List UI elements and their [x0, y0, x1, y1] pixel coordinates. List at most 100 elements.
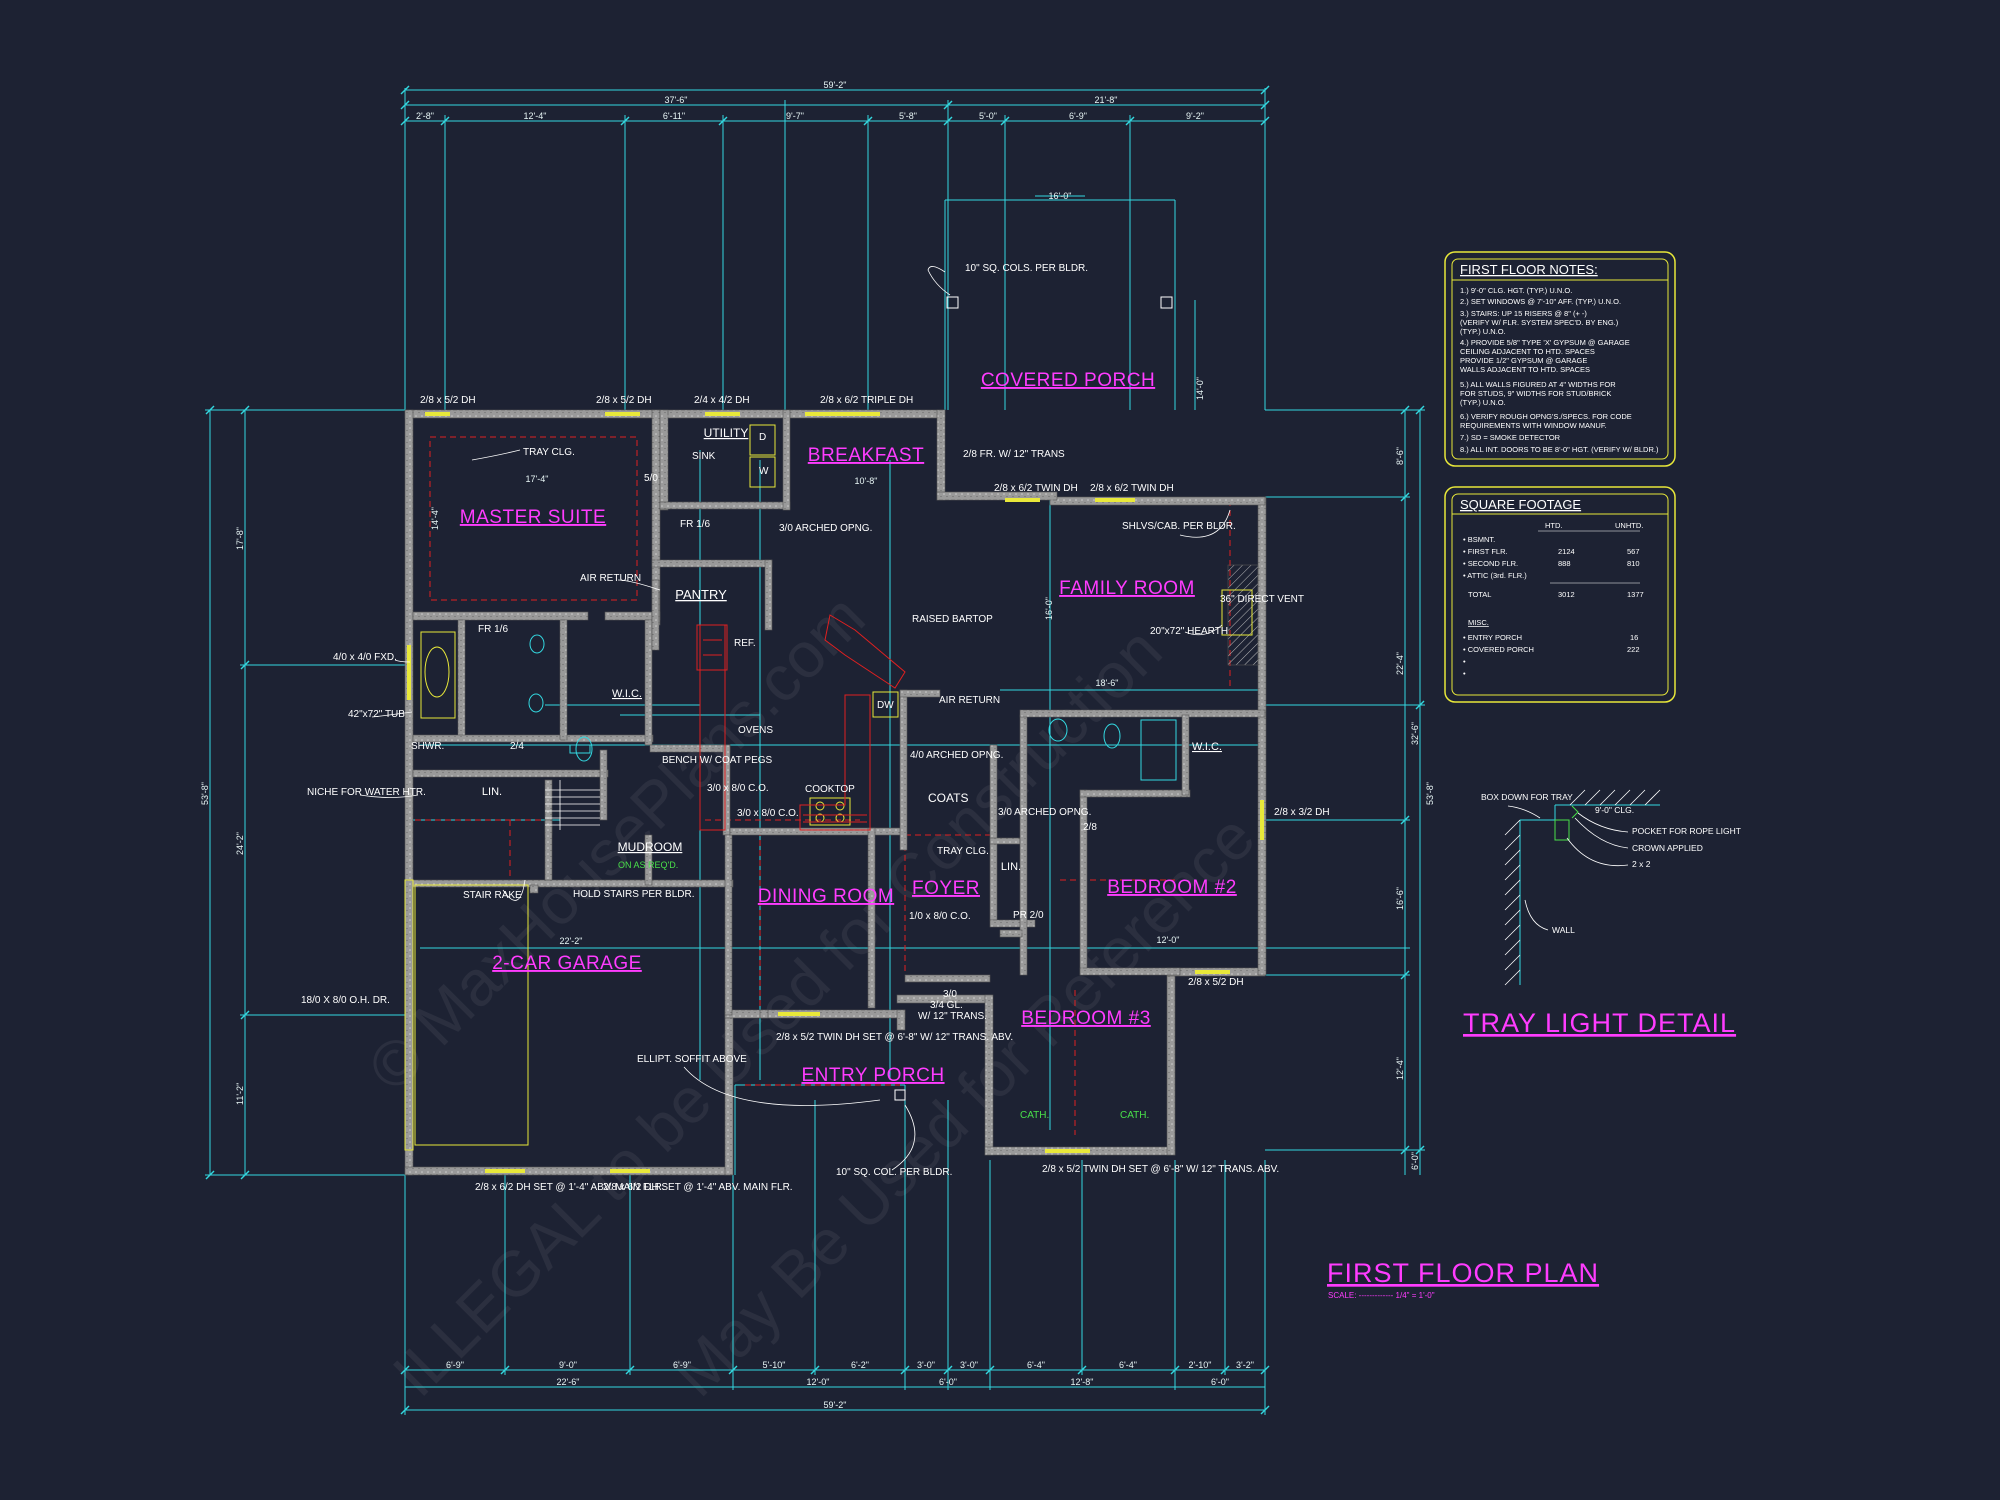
sqft-row-2-unhtd: 810 [1627, 559, 1640, 568]
room-foyer: FOYER [912, 878, 980, 899]
dim-top-seg-3: 9'-7" [786, 111, 804, 121]
label-cooktop: COOKTOP [805, 784, 855, 795]
sqft-misc-2-label: • [1463, 657, 1466, 666]
sqft-misc-0-value: 16 [1630, 633, 1638, 642]
dim-bottom-total: 59'-2" [824, 1400, 847, 1410]
sqft-misc-3-label: • [1463, 669, 1466, 678]
label-pr: PR 2/0 [1013, 910, 1044, 921]
dim-top-right: 21'-8" [1095, 95, 1118, 105]
sqft-row-1-label: • FIRST FLR. [1463, 547, 1508, 556]
label-tray-clg: TRAY CLG. [523, 447, 575, 458]
label-window-mstr-1: 2/8 x 5/2 DH [420, 395, 476, 406]
dim-porch-width: 16'-0" [1049, 191, 1072, 201]
dim-left-seg-0: 17'-8" [235, 527, 245, 550]
dim-right-outer-0: 32'-6" [1410, 722, 1420, 745]
label-hold-stairs: HOLD STAIRS PER BLDR. [573, 889, 695, 900]
label-door-28: 2/8 [1083, 822, 1097, 833]
annotations: TRAY CLG. 17'-4" 14'-4" AIR RETURN FR 1/… [301, 263, 1330, 1193]
label-family-depth: 16'-0" [1044, 597, 1054, 620]
sqft-misc-1-value: 222 [1627, 645, 1640, 654]
label-air-return: AIR RETURN [580, 573, 641, 584]
watermark: © MaxHousePlans.com ILLEGAL to be Used f… [354, 580, 1268, 1409]
label-cath-1: CATH. [1020, 1110, 1049, 1121]
dim-bottom-mid-1: 12'-0" [807, 1377, 830, 1387]
sqft-row-2-htd: 888 [1558, 559, 1571, 568]
plan-scale: SCALE: ------------- 1/4" = 1'-0" [1328, 1291, 1435, 1300]
sqft-title: SQUARE FOOTAGE [1460, 497, 1581, 512]
room-family-room: FAMILY ROOM [1059, 578, 1195, 599]
dim-right-mid-3: 12'-4" [1395, 1057, 1405, 1080]
label-window-bed3: 2/8 x 5/2 TWIN DH SET @ 6'-8" W/ 12" TRA… [1042, 1164, 1279, 1175]
sqft-htd-header: HTD. [1545, 521, 1563, 530]
dimension-ticks [205, 85, 1425, 1415]
note-item-10: FOR STUDS, 9" WIDTHS FOR STUD/BRICK [1460, 389, 1611, 398]
label-arched-opng2: 4/0 ARCHED OPNG. [910, 750, 1003, 761]
room-wic-master: W.I.C. [612, 688, 642, 700]
label-breakfast-width: 10'-8" [855, 476, 878, 486]
note-item-1: 2.) SET WINDOWS @ 7'-10" AFF. (TYP.) U.N… [1460, 297, 1621, 306]
sqft-row-2-label: • SECOND FLR. [1463, 559, 1518, 568]
plan-title-block: FIRST FLOOR PLAN SCALE: ------------- 1/… [1327, 1258, 1598, 1300]
tray-crown: CROWN APPLIED [1632, 843, 1703, 853]
fixtures [404, 296, 1264, 1173]
label-bench: BENCH W/ COAT PEGS [662, 755, 773, 766]
square-footage-panel: SQUARE FOOTAGE HTD. UNHTD. • BSMNT. • FI… [1444, 486, 1676, 703]
dim-bottom-seg-0: 6'-9" [446, 1360, 464, 1370]
room-bedroom3: BEDROOM #3 [1021, 1008, 1151, 1029]
dim-right-mid-1: 22'-4" [1395, 652, 1405, 675]
label-window-bed2b: 2/8 x 5/2 DH [1188, 977, 1244, 988]
notes-title: FIRST FLOOR NOTES: [1460, 262, 1598, 277]
room-garage: 2-CAR GARAGE [492, 953, 642, 974]
note-item-13: REQUIREMENTS WITH WINDOW MANUF. [1460, 421, 1607, 430]
dim-bottom-seg-8: 6'-4" [1119, 1360, 1137, 1370]
tray-light-detail: BOX DOWN FOR TRAY 9'-0" CLG. POCKET FOR … [1463, 789, 1741, 1038]
room-entry-porch: ENTRY PORCH [801, 1065, 944, 1086]
label-fr16: FR 1/6 [478, 624, 508, 635]
dim-top-seg-2: 6'-11" [663, 111, 685, 121]
sqft-row-1-htd: 2124 [1558, 547, 1575, 556]
dim-left-seg-1: 24'-2" [235, 832, 245, 855]
label-window-bfast: 2/8 x 6/2 TRIPLE DH [820, 395, 913, 406]
sqft-misc-title: MISC. [1468, 618, 1489, 627]
room-labels: MASTER SUITE BREAKFAST COVERED PORCH FAM… [460, 370, 1237, 1086]
dim-right-total: 53'-8" [1425, 782, 1435, 805]
label-stair-rake: STAIR RAKE [463, 890, 522, 901]
label-bed2-width: 12'-0" [1157, 935, 1180, 945]
label-fxd: 4/0 x 4/0 FXD. [333, 652, 397, 663]
leader-lines [359, 266, 1231, 1171]
label-col: 3/4 GL. [930, 1000, 963, 1011]
dim-left-seg-2: 11'-2" [235, 1083, 245, 1105]
sqft-row-3-label: • ATTIC (3rd. FLR.) [1463, 571, 1527, 580]
room-lin-1: LIN. [482, 786, 502, 798]
sqft-total-htd: 3012 [1558, 590, 1575, 599]
dim-bottom-mid-4: 6'-0" [1211, 1377, 1229, 1387]
label-window-fam-1: 2/8 x 6/2 TWIN DH [994, 483, 1078, 494]
sqft-row-0-label: • BSMNT. [1463, 535, 1495, 544]
dim-right-mid-0: 8'-6" [1395, 447, 1405, 465]
dim-top-seg-4: 5'-8" [899, 111, 917, 121]
sqft-unhtd-header: UNHTD. [1615, 521, 1643, 530]
label-window-gar-2: 2/8 x 6/2 DH SET @ 1'-4" ABV. MAIN FLR. [603, 1182, 793, 1193]
dim-bottom-mid-3: 12'-8" [1071, 1377, 1094, 1387]
label-fr-trans: 2/8 FR. W/ 12" TRANS [963, 449, 1065, 460]
dim-porch-depth: 14'-0" [1195, 377, 1205, 400]
dim-top-seg-7: 9'-2" [1186, 111, 1204, 121]
note-item-15: 8.) ALL INT. DOORS TO BE 8'-0" HGT. (VER… [1460, 445, 1659, 454]
dim-top-total: 59'-2" [824, 80, 847, 90]
label-door-50: 5/0 [644, 473, 658, 484]
room-lin-2: LIN. [1001, 861, 1021, 873]
dim-bottom-seg-4: 6'-2" [851, 1360, 869, 1370]
label-family-width: 18'-6" [1096, 678, 1119, 688]
label-fr16b: FR 1/6 [680, 519, 710, 530]
label-hearth: 20"x72" HEARTH [1150, 626, 1228, 637]
dimension-text: 59'-2" 37'-6" 21'-8" 2'-8" 12'-4" 6'-11"… [200, 80, 1435, 1410]
label-co: 3/0 x 8/0 C.O. [707, 783, 769, 794]
dim-top-seg-6: 6'-9" [1069, 111, 1087, 121]
label-fr-foyer: 1/0 x 8/0 C.O. [909, 911, 971, 922]
label-window-dining: 2/8 x 5/2 TWIN DH SET @ 6'-8" W/ 12" TRA… [776, 1032, 1013, 1043]
sqft-misc-1-label: • COVERED PORCH [1463, 645, 1534, 654]
label-dw: DW [877, 700, 894, 711]
label-col-bottom: 10" SQ. COL. PER BLDR. [836, 1167, 952, 1178]
label-trans-left: W/ 12" TRANS. [918, 1011, 987, 1022]
label-window-util: 2/4 x 4/2 DH [694, 395, 750, 406]
